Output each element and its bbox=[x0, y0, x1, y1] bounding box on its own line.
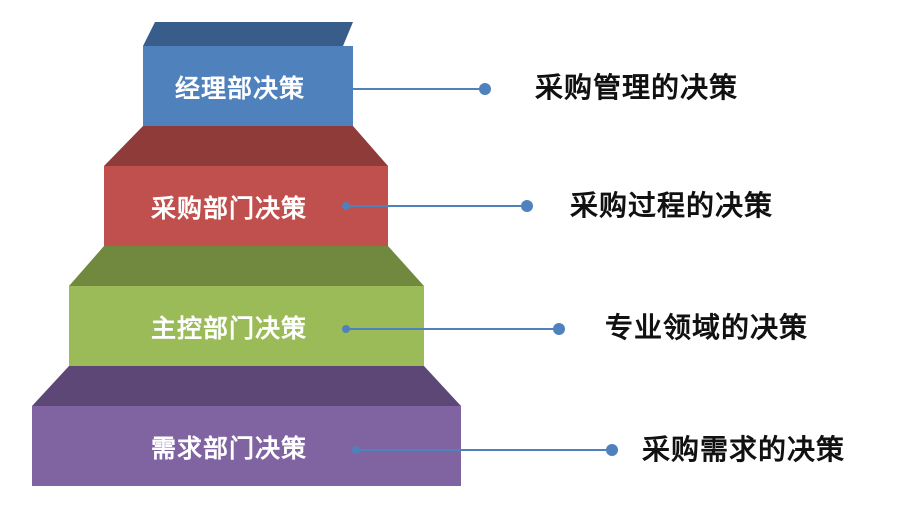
tier-3-connector-end-dot bbox=[553, 323, 565, 335]
tier-1-connector-end-dot bbox=[479, 83, 491, 95]
tier-2-label: 采购部门决策 bbox=[151, 194, 308, 223]
tier-1-label: 经理部决策 bbox=[175, 74, 306, 103]
tier-1-top-face bbox=[143, 22, 353, 46]
tier-3-decision-label: 专业领域的决策 bbox=[605, 311, 809, 344]
tier-4-connector-end-dot bbox=[606, 444, 618, 456]
tier-4-top-face bbox=[32, 366, 461, 406]
tier-3-label: 主控部门决策 bbox=[151, 314, 308, 343]
tier-2-decision-label: 采购过程的决策 bbox=[570, 189, 774, 222]
tier-2-connector-end-dot bbox=[521, 200, 533, 212]
tier-2-connector-start-dot bbox=[342, 202, 350, 210]
tier-2-front-face bbox=[104, 166, 388, 246]
tier-2-top-face bbox=[104, 126, 388, 166]
tier-1-decision-label: 采购管理的决策 bbox=[535, 71, 739, 104]
tier-4-connector-start-dot bbox=[352, 446, 360, 454]
tier-1-front-face bbox=[143, 46, 353, 126]
tier-3-top-face bbox=[69, 246, 424, 286]
tier-1-connector-start-dot bbox=[341, 85, 349, 93]
tier-3-front-face bbox=[69, 286, 424, 366]
tier-3-connector-start-dot bbox=[342, 325, 350, 333]
tier-4-decision-label: 采购需求的决策 bbox=[642, 433, 846, 466]
tier-4-front-face bbox=[32, 406, 461, 486]
tier-4-label: 需求部门决策 bbox=[151, 434, 308, 463]
